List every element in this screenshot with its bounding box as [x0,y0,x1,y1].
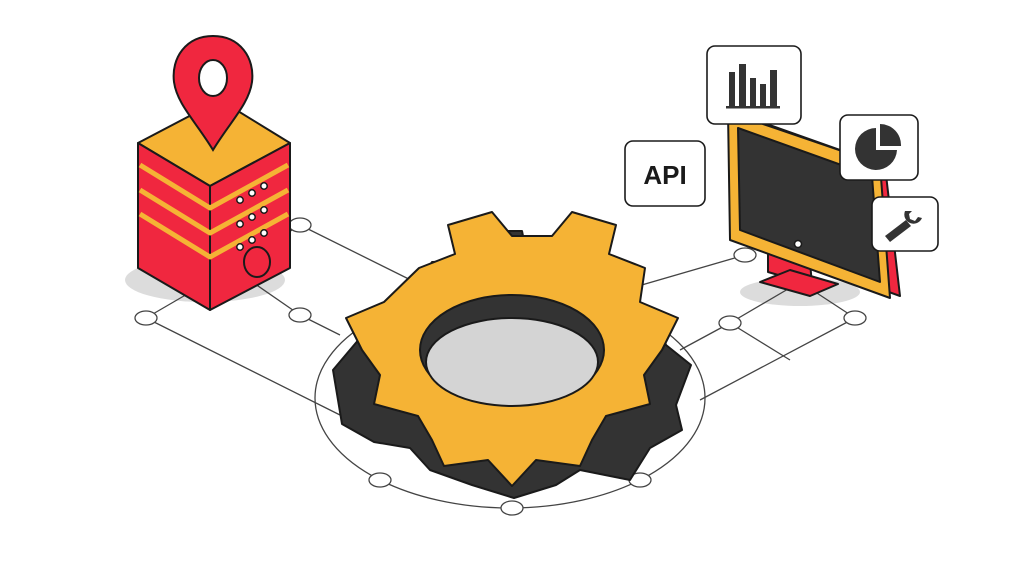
pie-chart-icon [855,123,902,170]
wrench-card [871,196,939,252]
network-nodes [134,217,867,516]
bar-chart-card [706,45,802,125]
location-pin-icon [172,34,254,152]
api-badge: API [624,140,706,207]
gear-icon [332,211,692,499]
pie-chart-card [839,114,919,181]
bar-chart-icon [726,64,780,109]
api-label: API [643,160,686,190]
wrench-icon [885,211,922,242]
